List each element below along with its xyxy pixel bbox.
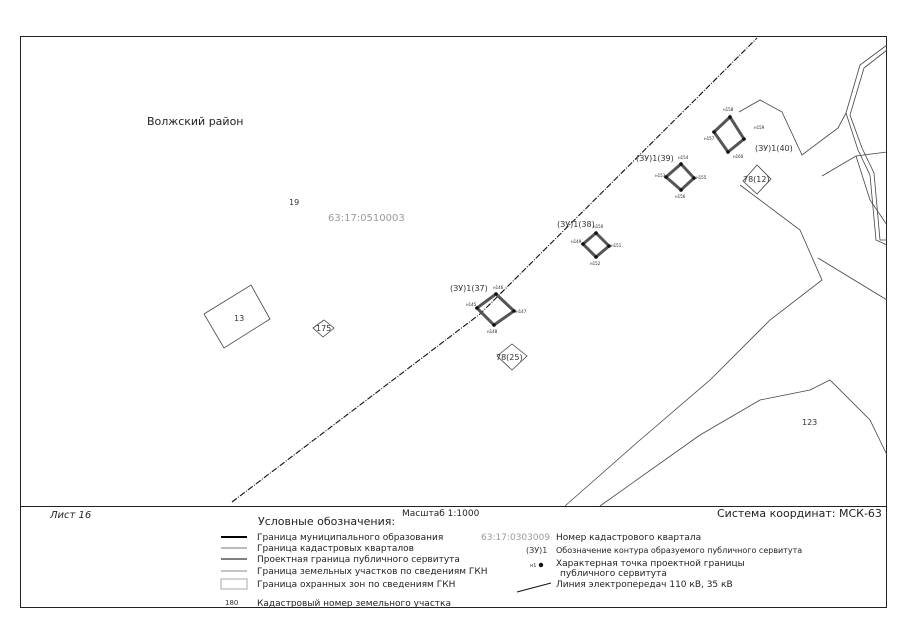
point-label: н155 — [696, 175, 707, 180]
coordinate-system: Система координат: МСК-63 — [717, 507, 882, 520]
servitude-label-37: (ЗУ)1(37) — [450, 284, 488, 293]
servitude-contour-38 — [580, 230, 612, 260]
servitude-label-40: (ЗУ)1(40) — [755, 144, 793, 153]
legend-item-quarter: Граница кадастровых кварталов — [257, 544, 414, 554]
legend-item-parcel: Граница земельных участков по сведениям … — [257, 567, 488, 577]
characteristic-points — [475, 115, 746, 327]
district-label: Волжский район — [147, 115, 244, 128]
parcel-175-outline — [312, 319, 335, 338]
legend-item-point-line2: публичного сервитута — [560, 569, 667, 579]
legend-symbol-zone — [220, 578, 248, 590]
legend-sample-parcel-number: 180 — [225, 599, 238, 607]
point-marker — [664, 175, 668, 179]
point-label: н145 — [466, 302, 477, 307]
parcel-boundary-ne-7 — [817, 257, 888, 301]
scale-label: Масштаб 1:1000 — [402, 509, 480, 519]
power-line — [231, 37, 758, 503]
legend-sample-point: н1 — [530, 563, 536, 569]
parcel-boundary-ne-2 — [849, 49, 888, 116]
cadastral-quarter-label: 63:17:0510003 — [328, 213, 405, 224]
point-label: н152 — [590, 261, 601, 266]
parcel-boundary-north — [738, 99, 847, 156]
parcel-boundary-ne-1 — [845, 44, 888, 114]
parcel-boundary-east — [599, 379, 888, 507]
point-label: н150 — [593, 224, 604, 229]
legend-item-contour: Обозначение контура образуемого публично… — [556, 546, 802, 555]
legend-item-servitude: Проектная граница публичного сервитута — [257, 555, 460, 565]
point-label: н156 — [675, 194, 686, 199]
parcel-boundary-ne-3 — [845, 112, 888, 246]
legend-item-parcel-number: Кадастровый номер земельного участка — [257, 599, 451, 609]
point-marker — [679, 162, 683, 166]
point-marker — [728, 115, 732, 119]
parcel-label-78-25: 78(25) — [496, 353, 523, 362]
point-marker — [594, 231, 598, 235]
parcel-label-175: 175 — [316, 324, 331, 333]
parcel-label-13: 13 — [234, 314, 244, 323]
servitude-contour-40 — [712, 114, 746, 155]
parcel-label-78-12: 78(12) — [743, 175, 770, 184]
point-label: н159 — [754, 125, 765, 130]
parcel-label-123: 123 — [802, 418, 817, 427]
legend-title: Условные обозначения: — [258, 515, 395, 528]
parcel-boundary-ne-6 — [855, 155, 888, 226]
sheet-number: Лист 16 — [49, 510, 91, 521]
legend-item-municipal: Граница муниципального образования — [257, 533, 443, 543]
point-marker — [494, 292, 498, 296]
legend-symbol-power-line — [516, 582, 552, 593]
point-marker — [679, 188, 683, 192]
point-labels: н146 н145 н147 н148 н150 н149 н151 н152 … — [466, 107, 765, 334]
point-label: н146 — [493, 285, 504, 290]
point-marker — [742, 137, 746, 141]
parcel-boundary-ne-5 — [821, 151, 888, 177]
legend-item-power-line: Линия электропередач 110 кВ, 35 кВ — [556, 580, 733, 590]
servitude-label-39: (ЗУ)1(39) — [636, 154, 674, 163]
parcel-78-12-outline — [742, 164, 772, 195]
parcel-78-25-outline — [496, 343, 528, 371]
point-marker — [475, 306, 479, 310]
servitude-label-38: (ЗУ)1(38) — [557, 220, 595, 229]
point-label: н149 — [571, 239, 582, 244]
point-marker — [692, 176, 696, 180]
legend-item-zone: Граница охранных зон по сведениям ГКН — [257, 580, 455, 590]
point-label: н160 — [733, 154, 744, 159]
point-label: н151 — [611, 243, 622, 248]
legend-symbol-point — [538, 562, 544, 568]
servitude-contour-39 — [663, 161, 697, 193]
legend-sample-quarter: 63:17:0303009 — [481, 533, 550, 543]
point-marker — [512, 309, 516, 313]
point-label: н158 — [723, 107, 734, 112]
parcel-boundaries — [203, 44, 888, 507]
point-marker — [594, 255, 598, 259]
point-label: н154 — [678, 155, 689, 160]
point-marker — [726, 150, 730, 154]
parcel-label-19: 19 — [289, 198, 299, 207]
point-marker — [712, 130, 716, 134]
point-label: н148 — [487, 329, 498, 334]
servitude-contours — [474, 114, 746, 327]
parcel-13-outline — [203, 284, 271, 349]
point-label: н157 — [704, 136, 715, 141]
legend-item-quarter-number: Номер кадастрового квартала — [556, 533, 701, 543]
point-marker — [581, 242, 585, 246]
map-frame — [20, 36, 887, 608]
parcel-boundary-ne-4 — [849, 114, 887, 241]
point-marker — [492, 323, 496, 327]
point-label: н153 — [655, 173, 666, 178]
point-label: н147 — [516, 309, 527, 314]
point-marker — [607, 244, 611, 248]
parcel-123-boundary — [564, 184, 823, 507]
legend-item-point-line1: Характерная точка проектной границы — [556, 559, 745, 569]
legend-sample-contour: (ЗУ)1 — [526, 546, 547, 555]
